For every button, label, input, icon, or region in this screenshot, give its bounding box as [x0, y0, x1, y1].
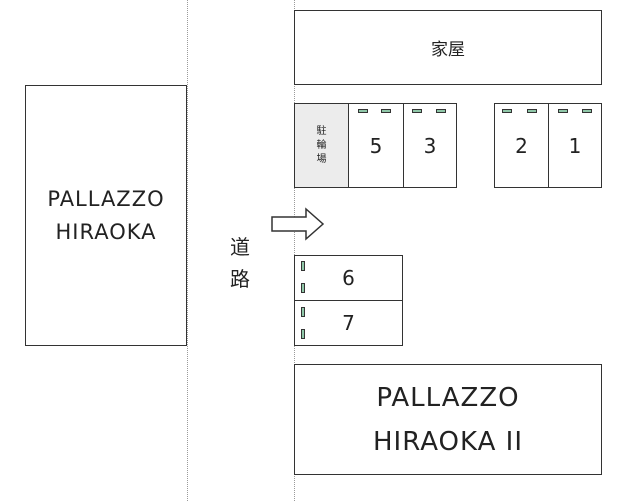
road-label: 道 路: [230, 235, 250, 291]
right-building-label: PALLAZZO HIRAOKA II: [372, 382, 523, 457]
road-edge-right: [294, 0, 295, 501]
parking-space-number: 3: [423, 133, 437, 158]
wheel-stop: [527, 109, 537, 113]
parking-space-7: 7: [294, 300, 403, 346]
parking-space-3: 3: [403, 103, 457, 188]
right-building: PALLAZZO HIRAOKA II: [294, 364, 602, 475]
house-block: 家屋: [294, 10, 602, 85]
parking-space-number: 6: [342, 266, 355, 290]
left-building: PALLAZZO HIRAOKA: [25, 85, 187, 346]
left-building-label: PALLAZZO HIRAOKA: [47, 186, 165, 244]
wheel-stop: [301, 261, 305, 271]
wheel-stop: [301, 283, 305, 293]
right-arrow-icon: [271, 207, 325, 241]
parking-space-number: 2: [515, 133, 528, 158]
wheel-stop: [301, 307, 305, 317]
parking-space-1: 1: [548, 103, 602, 188]
parking-space-2: 2: [494, 103, 549, 188]
road-edge-left: [187, 0, 188, 501]
wheel-stop: [502, 109, 512, 113]
parking-space-6: 6: [294, 255, 403, 301]
parking-space-number: 5: [369, 133, 383, 158]
wheel-stop: [412, 109, 422, 113]
bicycle-parking: 駐 輪 場: [294, 103, 349, 188]
wheel-stop: [301, 329, 305, 339]
wheel-stop: [582, 109, 592, 113]
bicycle-parking-label: 駐 輪 場: [316, 125, 327, 165]
wheel-stop: [558, 109, 568, 113]
parking-space-number: 1: [568, 133, 582, 158]
parking-space-5: 5: [348, 103, 404, 188]
wheel-stop: [358, 109, 368, 113]
wheel-stop: [436, 109, 446, 113]
parking-space-number: 7: [342, 311, 355, 335]
house-label: 家屋: [431, 40, 465, 60]
road-label-wrap: 道 路: [225, 228, 255, 298]
wheel-stop: [381, 109, 391, 113]
